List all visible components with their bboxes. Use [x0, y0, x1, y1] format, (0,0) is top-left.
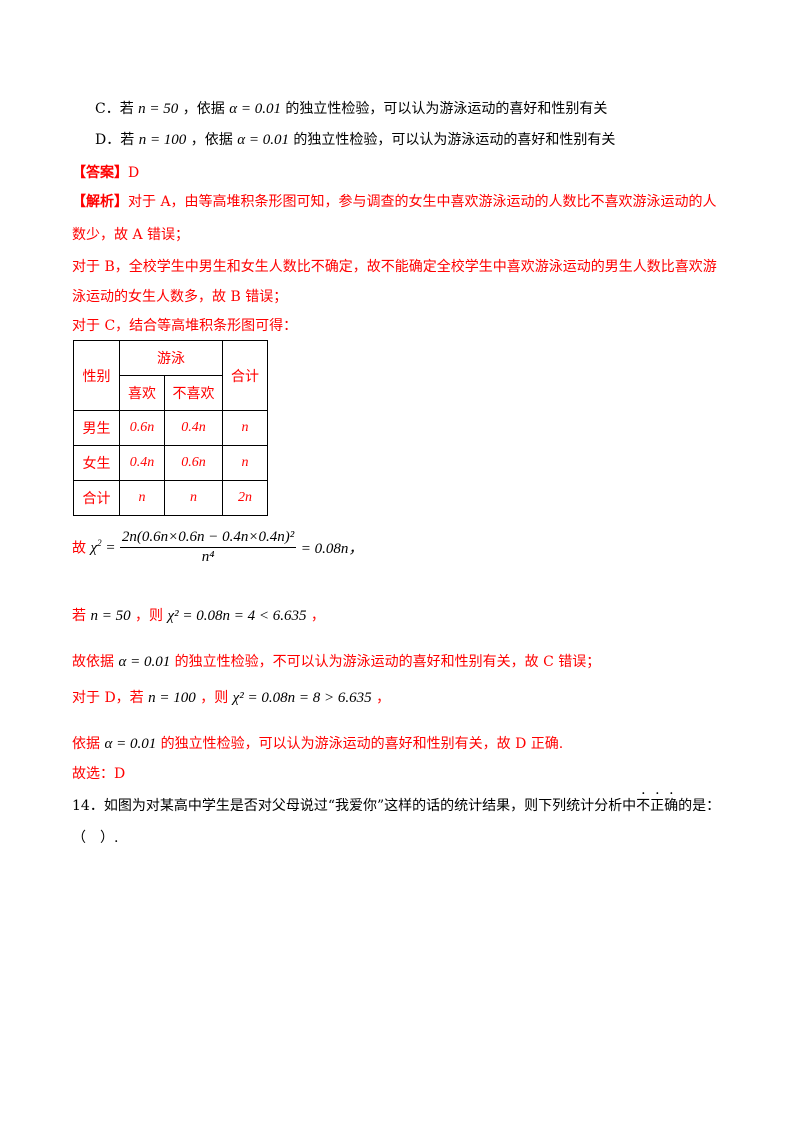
option-d: D．若 n = 100 ，依据 α = 0.01 的独立性检验，可以认为游泳运动… [95, 129, 615, 149]
cell-like: n [119, 480, 165, 516]
emphasis-char-1: 不 [636, 798, 650, 814]
d-line-math: χ² = 0.08n = 8 > 6.635 [232, 690, 372, 706]
answer-line: 【答案】D [72, 162, 139, 182]
d-conclusion-pre: 依据 [72, 736, 100, 752]
option-c: C．若 n = 50 ，依据 α = 0.01 的独立性检验，可以认为游泳运动的… [95, 98, 607, 118]
answer-tag: 【答案】 [72, 165, 128, 181]
c-conclusion-text: 的独立性检验，不可以认为游泳运动的喜好和性别有关，故 C 错误； [174, 654, 601, 670]
cell-total: 2n [222, 480, 268, 516]
chi-square-formula: 故 χ2 = 2n(0.6n×0.6n − 0.4n×0.4n)² n⁴ = 0… [72, 529, 363, 566]
cell-total: n [222, 445, 268, 481]
question-14-line-2: （ ）. [72, 830, 119, 846]
option-c-condition: n = 50 [138, 101, 179, 117]
d-conclusion-alpha: α = 0.01 [104, 736, 157, 752]
c-conclusion-pre: 故依据 [72, 654, 114, 670]
table-group-header: 游泳 [119, 340, 223, 376]
analysis-line-2: 数少，故 A 错误； [72, 227, 190, 243]
table-corner: 性别 [73, 340, 120, 411]
d-conclusion-text: 的独立性检验，可以认为游泳运动的喜好和性别有关，故 D 正确. [160, 736, 564, 752]
question-14-line-1: 14．如图为对某高中学生是否对父母说过“我爱你”这样的话的统计结果，则下列统计分… [72, 795, 720, 815]
cell-dislike: n [164, 480, 223, 516]
formula-result: = 0.08n， [300, 541, 364, 557]
d-line-mid: ，则 [200, 690, 229, 706]
emphasis-char-2: 正 [650, 798, 664, 814]
cell-total: n [222, 410, 268, 446]
emphasis-char-3: 确 [664, 798, 678, 814]
option-c-label: C．若 [95, 101, 134, 117]
chi-symbol: χ2 = [90, 538, 116, 556]
d-conclusion-line: 依据 α = 0.01 的独立性检验，可以认为游泳运动的喜好和性别有关，故 D … [72, 733, 563, 753]
row-label: 女生 [73, 445, 120, 481]
d-line: 对于 D，若 n = 100 ，则 χ² = 0.08n = 8 > 6.635… [72, 687, 390, 707]
table-total-header: 合计 [222, 340, 268, 411]
question-14-text-b: 的是： [678, 798, 721, 814]
option-c-tail: 的独立性检验，可以认为游泳运动的喜好和性别有关 [285, 101, 608, 117]
formula-numerator: 2n(0.6n×0.6n − 0.4n×0.4n)² [119, 529, 297, 548]
if-n50-cond: n = 50 [90, 608, 131, 624]
if-n50-end: ， [310, 608, 325, 624]
option-c-mid: ，依据 [182, 101, 225, 117]
analysis-line-1: 【解析】对于 A，由等高堆积条形图可知，参与调查的女生中喜欢游泳运动的人数比不喜… [72, 191, 717, 211]
if-n50-math: χ² = 0.08n = 4 < 6.635 [167, 608, 307, 624]
cell-dislike: 0.4n [164, 410, 223, 446]
c-conclusion-alpha: α = 0.01 [118, 654, 171, 670]
table-row: 合计 n n 2n [73, 480, 268, 516]
analysis-line-3: 对于 B，全校学生中男生和女生人数比不确定，故不能确定全校学生中喜欢游泳运动的男… [72, 259, 717, 275]
contingency-table: 性别 游泳 合计 喜欢 不喜欢 男生 0.6n 0.4n n 女生 0.4n 0… [73, 340, 268, 516]
question-14-text-a: 14．如图为对某高中学生是否对父母说过“我爱你”这样的话的统计结果，则下列统计分… [72, 798, 637, 814]
answer-value: D [128, 165, 140, 181]
row-label: 男生 [73, 410, 120, 446]
formula-fraction: 2n(0.6n×0.6n − 0.4n×0.4n)² n⁴ [119, 529, 297, 566]
if-n50-line: 若 n = 50 ，则 χ² = 0.08n = 4 < 6.635 ， [72, 605, 325, 625]
option-d-mid: ，依据 [190, 132, 233, 148]
option-d-tail: 的独立性检验，可以认为游泳运动的喜好和性别有关 [293, 132, 616, 148]
analysis-tag: 【解析】 [72, 194, 128, 210]
analysis-line-5: 对于 C，结合等高堆积条形图可得： [72, 318, 298, 334]
formula-prefix: 故 [72, 540, 86, 557]
table-row: 男生 0.6n 0.4n n [73, 410, 268, 446]
d-line-cond: n = 100 [148, 690, 196, 706]
option-d-label: D．若 [95, 132, 135, 148]
option-c-alpha: α = 0.01 [229, 101, 281, 117]
option-d-alpha: α = 0.01 [237, 132, 289, 148]
row-label: 合计 [73, 480, 120, 516]
cell-like: 0.6n [119, 410, 165, 446]
formula-denominator: n⁴ [201, 549, 215, 565]
table-like-header: 喜欢 [119, 375, 165, 411]
cell-dislike: 0.6n [164, 445, 223, 481]
table-dislike-header: 不喜欢 [164, 375, 223, 411]
if-n50-prefix: 若 [72, 608, 86, 624]
analysis-line-4: 泳运动的女生人数多，故 B 错误； [72, 289, 288, 305]
d-line-end: ， [376, 690, 391, 706]
option-d-condition: n = 100 [138, 132, 187, 148]
if-n50-mid: ，则 [135, 608, 164, 624]
c-conclusion-line: 故依据 α = 0.01 的独立性检验，不可以认为游泳运动的喜好和性别有关，故 … [72, 651, 600, 671]
d-line-pre: 对于 D，若 [72, 690, 144, 706]
cell-like: 0.4n [119, 445, 165, 481]
table-row: 女生 0.4n 0.6n n [73, 445, 268, 481]
choose-line: 故选：D [72, 766, 126, 782]
analysis-text-1: 对于 A，由等高堆积条形图可知，参与调查的女生中喜欢游泳运动的人数比不喜欢游泳运… [128, 194, 717, 210]
